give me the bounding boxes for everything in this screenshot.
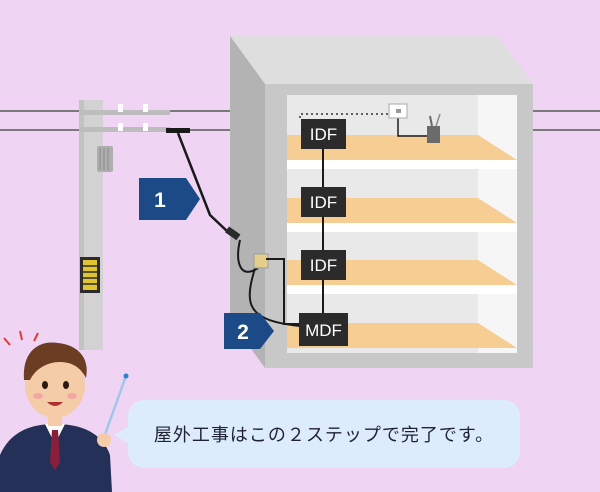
wall-entry-box: [253, 253, 300, 325]
utility-pole: [79, 100, 170, 350]
pole-sign: [80, 257, 100, 293]
step-2-badge: 2: [224, 313, 274, 349]
idf-box-2: IDF: [301, 187, 346, 217]
svg-text:1: 1: [154, 189, 166, 212]
idf-box-3: IDF: [301, 250, 346, 280]
svg-text:IDF: IDF: [310, 256, 337, 275]
wall-outlet: [388, 103, 408, 119]
onu-device: [427, 113, 441, 143]
presenter-character: [0, 330, 129, 492]
svg-text:IDF: IDF: [310, 125, 337, 144]
surprise-mark-icon: [3, 330, 39, 346]
drop-cable: [166, 128, 301, 327]
step-1-badge: 1: [139, 178, 200, 220]
idf-box-1: IDF: [301, 119, 346, 149]
riser-cable: [299, 113, 428, 316]
mdf-box: MDF: [299, 313, 348, 346]
speech-text: 屋外工事はこの２ステップで完了です。: [153, 425, 495, 446]
svg-text:MDF: MDF: [305, 321, 342, 340]
svg-text:2: 2: [237, 321, 249, 344]
building: [230, 36, 533, 368]
svg-text:IDF: IDF: [310, 193, 337, 212]
speech-bubble: 屋外工事はこの２ステップで完了です。: [114, 400, 520, 468]
